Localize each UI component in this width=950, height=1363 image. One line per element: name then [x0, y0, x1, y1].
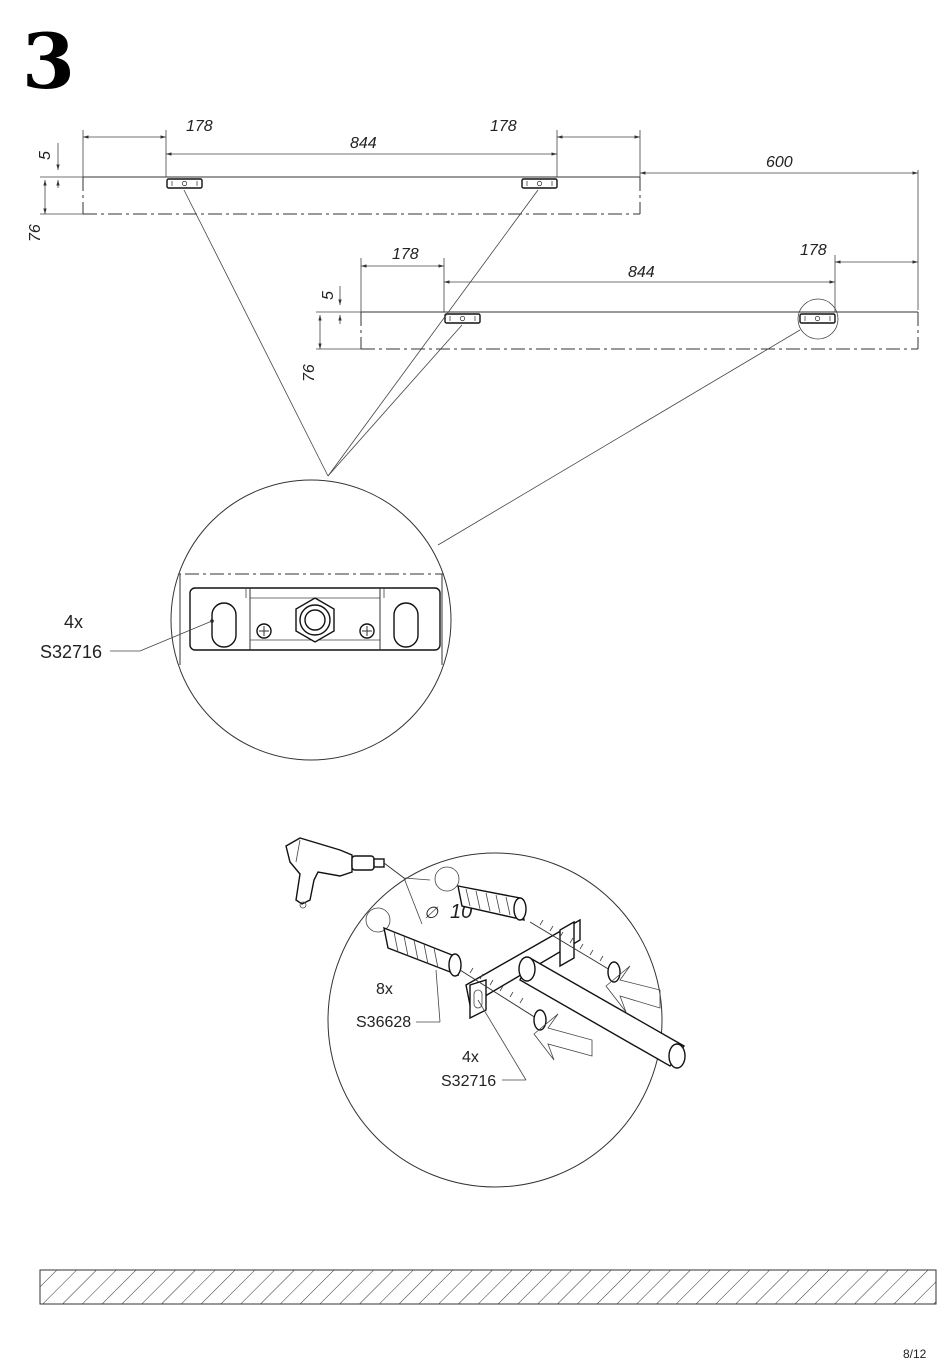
tube-icon: [518, 956, 686, 1069]
detail-leaders: [183, 189, 801, 546]
fix-bracket-qty: 4x: [462, 1049, 479, 1066]
upper-cabinet: 178 844 178 5 76: [27, 118, 641, 242]
bracket-icon: [444, 313, 481, 324]
lower-dim-left: 178: [392, 246, 419, 263]
screw-icon: [529, 919, 621, 983]
plug-qty: 8x: [376, 981, 393, 998]
highlight-circle: [797, 298, 839, 340]
detail-bracket-part: S32716: [40, 642, 102, 662]
upper-dim-left: 178: [186, 118, 213, 135]
wall-plug-icon: [457, 885, 527, 921]
gap-dim: 600: [766, 154, 793, 171]
upper-dim-middle: 844: [350, 135, 377, 152]
fix-bracket-part: S32716: [441, 1073, 496, 1090]
screw-icon: [459, 967, 547, 1031]
bracket-icon: [166, 178, 203, 189]
floor-hatch: [39, 1269, 937, 1305]
lower-dim-height: 76: [301, 364, 318, 382]
drill-icon: [285, 837, 405, 909]
plug-part: S36628: [356, 1014, 411, 1031]
insert-arrow-icon: [533, 1013, 593, 1061]
bracket-icon: [799, 313, 836, 324]
bracket-icon: [521, 178, 558, 189]
upper-dim-height: 76: [27, 224, 44, 242]
page-number: 8/12: [903, 1347, 927, 1361]
drill-diameter-symbol: ∅: [424, 905, 439, 922]
upper-dim-right: 178: [490, 118, 517, 135]
lower-dim-offset: 5: [320, 291, 337, 300]
bracket-detail: 4x S32716: [40, 479, 452, 761]
detail-bracket-qty: 4x: [64, 612, 83, 632]
wall-plug-icon: [383, 926, 462, 977]
upper-dim-offset: 5: [37, 151, 54, 160]
lower-cabinet: 178 844 178 5 76: [301, 242, 919, 382]
lower-dim-right: 178: [800, 242, 827, 259]
screw-icon: [256, 623, 272, 639]
bracket-icon: [189, 587, 441, 651]
gap-dimension: 600: [640, 154, 919, 310]
insert-arrow-icon: [605, 965, 661, 1013]
step-number: 3: [22, 17, 75, 106]
lower-dim-middle: 844: [628, 264, 655, 281]
fixing-detail: ∅ 10: [285, 837, 686, 1188]
screw-icon: [359, 623, 375, 639]
